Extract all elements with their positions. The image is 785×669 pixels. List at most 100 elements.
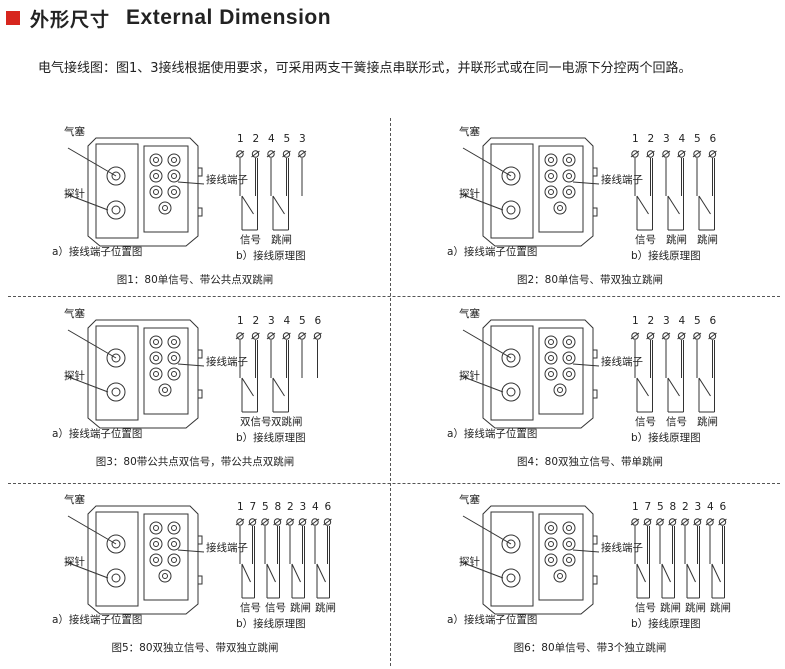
terminal-screw [167, 537, 181, 551]
circuit-label: 跳闸 [697, 416, 718, 428]
terminal-screw [167, 335, 181, 349]
terminal-screw [553, 569, 567, 583]
header-marker [6, 11, 20, 25]
terminal-number: 6 [709, 315, 717, 327]
terminal-number: 1 [632, 501, 639, 513]
probe-label: 探针 [459, 188, 480, 200]
position-diagram-label: a）接线端子位置图 [447, 614, 538, 626]
terminal-number: 2 [287, 501, 294, 513]
terminal-screw [544, 169, 558, 183]
section-header: 外形尺寸 External Dimension [6, 4, 331, 32]
gas-plug-label: 气塞 [459, 494, 480, 506]
terminal-label: 接线端子 [601, 542, 643, 554]
terminal-screw [544, 153, 558, 167]
terminal-screw [544, 537, 558, 551]
terminal-screw [562, 335, 576, 349]
terminal-number: 4 [312, 501, 319, 513]
principle-diagram-label: b）接线原理图 [631, 250, 701, 262]
terminal-screw [562, 185, 576, 199]
terminal-number: 4 [268, 133, 275, 145]
terminal-screw [158, 569, 172, 583]
terminal-number: 4 [678, 315, 686, 327]
terminal-screw [167, 153, 181, 167]
terminal-number: 5 [694, 315, 701, 327]
gas-plug-label: 气塞 [64, 126, 85, 138]
terminal-screw [544, 521, 558, 535]
wiring-drawing [460, 505, 727, 615]
terminal-screw [149, 553, 163, 567]
principle-diagram-label: b）接线原理图 [631, 618, 701, 630]
probe-label: 探针 [459, 370, 480, 382]
terminal-label: 接线端子 [206, 542, 248, 554]
header-title-en: External Dimension [126, 6, 332, 29]
terminal-screw [149, 367, 163, 381]
terminal-number: 2 [252, 315, 260, 327]
terminal-screw [167, 367, 181, 381]
terminal-screw [562, 553, 576, 567]
row-divider [8, 296, 780, 297]
terminal-screw [149, 335, 163, 349]
circuit-label: 信号 [635, 602, 656, 614]
terminal-screw [167, 553, 181, 567]
circuit-label: 信号 [240, 602, 261, 614]
figure-caption: 图1：80单信号、带公共点双跳闸 [116, 274, 274, 286]
position-diagram-label: a）接线端子位置图 [447, 428, 538, 440]
terminal-box-outline [87, 137, 199, 247]
terminal-label: 接线端子 [601, 356, 643, 368]
circuit-label: 跳闸 [271, 234, 292, 246]
header-title-cn: 外形尺寸 [30, 8, 111, 31]
terminal-screw [149, 169, 163, 183]
gas-plug-label: 气塞 [459, 308, 480, 320]
terminal-number: 3 [299, 501, 307, 513]
terminal-number: 4 [707, 501, 714, 513]
terminal-number: 1 [632, 315, 639, 327]
probe-label: 探针 [64, 188, 85, 200]
terminal-number: 5 [657, 501, 664, 513]
terminal-number: 8 [274, 501, 282, 513]
terminal-number: 6 [324, 501, 332, 513]
column-divider [390, 118, 391, 666]
terminal-screw [149, 351, 163, 365]
wiring-drawing [460, 137, 717, 247]
terminal-screw [562, 367, 576, 381]
terminal-number: 1 [632, 133, 639, 145]
position-diagram-label: a）接线端子位置图 [447, 246, 538, 258]
circuit-label: 跳闸 [315, 602, 336, 614]
terminal-box-outline [482, 505, 594, 615]
terminal-number: 3 [694, 501, 702, 513]
terminal-number: 6 [709, 133, 717, 145]
terminal-number: 5 [283, 133, 291, 145]
terminal-screw [553, 383, 567, 397]
terminal-screw [544, 351, 558, 365]
terminal-box-outline [87, 319, 199, 429]
position-diagram-label: a）接线端子位置图 [52, 614, 143, 626]
probe-label: 探针 [459, 556, 480, 568]
circuit-label: 信号 [666, 416, 687, 428]
circuit-label: 信号 [635, 234, 656, 246]
terminal-screw [562, 153, 576, 167]
terminal-number: 4 [283, 315, 291, 327]
terminal-number: 2 [647, 133, 655, 145]
principle-diagram-label: b）接线原理图 [236, 432, 306, 444]
circuit-label: 信号 [240, 234, 261, 246]
figure-caption: 图2：80单信号、带双独立跳闸 [516, 274, 664, 286]
terminal-number: 4 [678, 133, 686, 145]
terminal-screw [562, 537, 576, 551]
terminal-number: 5 [262, 501, 269, 513]
terminal-screw [562, 521, 576, 535]
principle-diagram-label: b）接线原理图 [631, 432, 701, 444]
circuit-label: 跳闸 [710, 602, 731, 614]
circuit-label: 信号 [265, 602, 286, 614]
intro-text: 电气接线图：图1、3接线根据使用要求，可采用两支干簧接点串联形式，并联形式或在同… [38, 61, 692, 76]
terminal-screw [149, 153, 163, 167]
terminal-box-outline [482, 137, 594, 247]
wiring-drawing [65, 505, 332, 615]
terminal-number: 1 [237, 315, 244, 327]
circuit-label: 跳闸 [290, 602, 311, 614]
